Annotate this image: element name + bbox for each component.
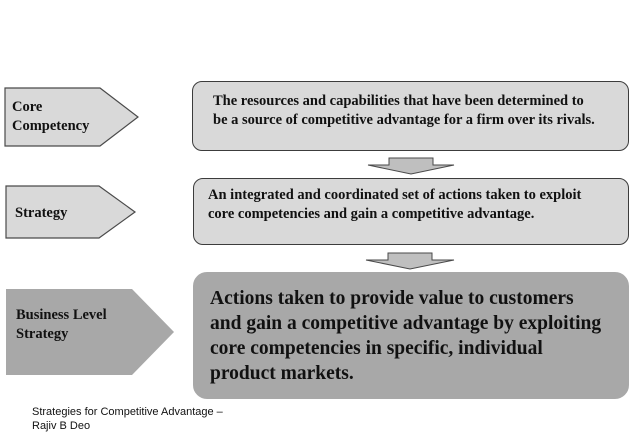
- core-competency-arrow: Core Competency: [4, 87, 140, 147]
- core-competency-description: The resources and capabilities that have…: [192, 81, 629, 151]
- business-level-strategy-description: Actions taken to provide value to custom…: [193, 272, 629, 399]
- down-arrow-icon: [367, 157, 455, 175]
- strategy-arrow: Strategy: [5, 185, 137, 239]
- core-competency-label: Core Competency: [12, 99, 90, 134]
- business-level-strategy-arrow-shape: [6, 289, 174, 375]
- strategy-arrow-shape: [5, 185, 137, 239]
- down-arrow-icon: [365, 252, 455, 270]
- strategy-description: An integrated and coordinated set of act…: [193, 178, 629, 245]
- down-arrow-1: [366, 157, 456, 180]
- down-arrow-2: [364, 252, 456, 275]
- core-competency-arrow-shape: [4, 87, 139, 147]
- strategy-label: Strategy: [15, 205, 68, 221]
- footer-caption: Strategies for Competitive Advantage – R…: [32, 406, 223, 432]
- business-level-strategy-arrow: Business Level Strategy: [6, 289, 176, 375]
- business-level-strategy-label: Business Level Strategy: [16, 307, 107, 342]
